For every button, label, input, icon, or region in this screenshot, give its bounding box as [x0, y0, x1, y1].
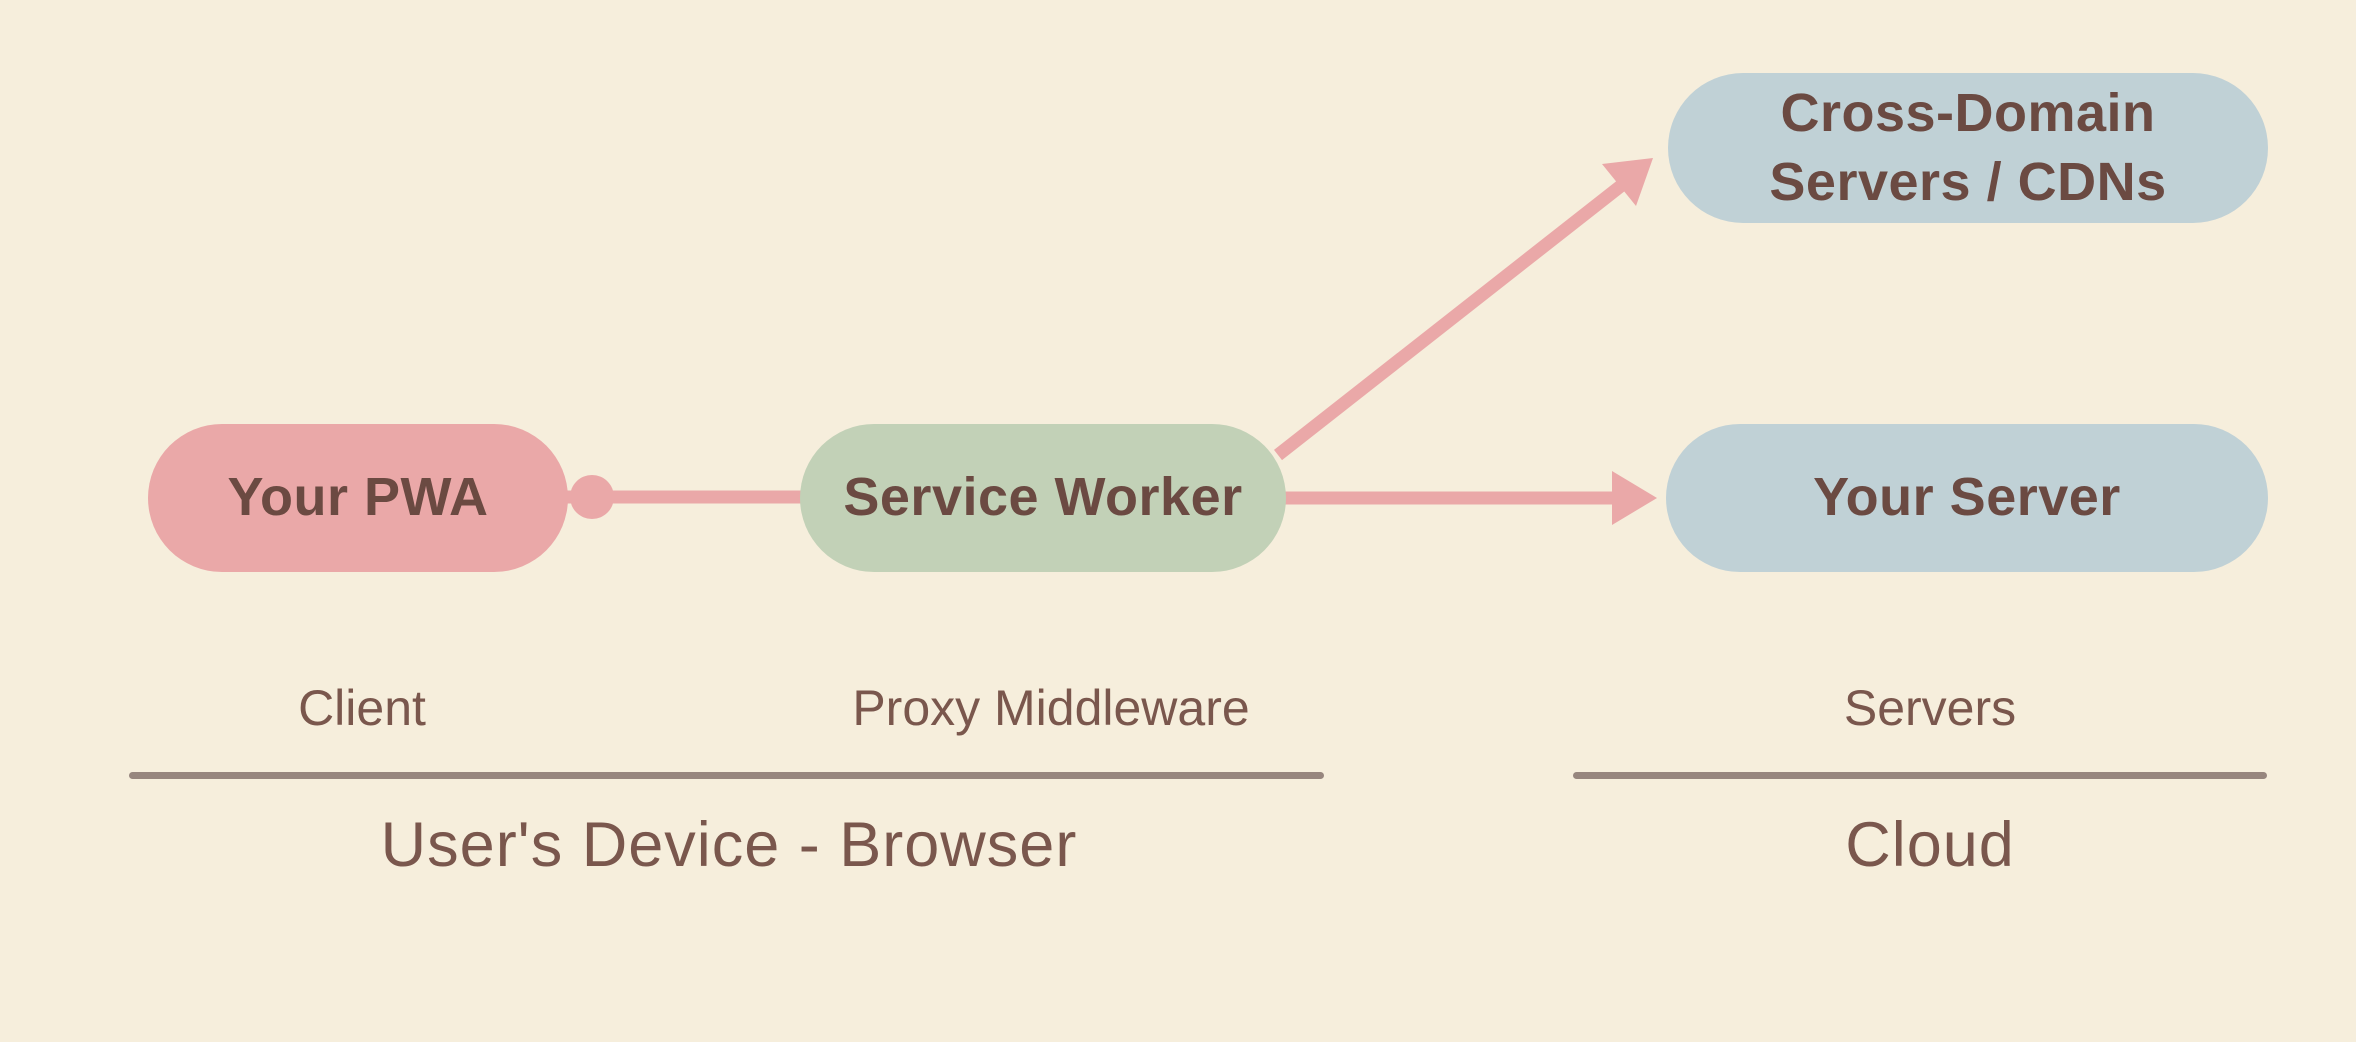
- arrow-to-your-server-head: [1612, 471, 1657, 525]
- role-label-servers: Servers: [1843, 680, 2017, 736]
- node-your-pwa-label: Your PWA: [227, 467, 489, 528]
- zone-label-users-device-browser: User's Device - Browser: [380, 810, 1078, 880]
- divider-users-device: [129, 772, 1324, 779]
- node-cross-domain-label-line1: Cross-Domain: [1780, 82, 2156, 143]
- node-service-worker: Service Worker: [800, 424, 1286, 572]
- node-your-pwa: Your PWA: [148, 424, 568, 572]
- node-cross-domain-label-line2: Servers / CDNs: [1769, 152, 2167, 212]
- arrow-to-cross-domain-head: [1602, 158, 1653, 206]
- link-pwa-dot: [570, 475, 614, 519]
- node-cross-domain-servers: Cross-Domain Servers / CDNs: [1668, 73, 2268, 223]
- arrow-to-cross-domain-line: [1273, 179, 1627, 461]
- node-your-server: Your Server: [1666, 424, 2268, 572]
- node-your-server-label: Your Server: [1813, 467, 2121, 528]
- role-label-client: Client: [298, 680, 426, 736]
- zone-label-cloud: Cloud: [1845, 810, 2015, 880]
- role-label-proxy-middleware: Proxy Middleware: [852, 680, 1250, 736]
- divider-cloud: [1573, 772, 2267, 779]
- node-service-worker-label: Service Worker: [843, 467, 1243, 528]
